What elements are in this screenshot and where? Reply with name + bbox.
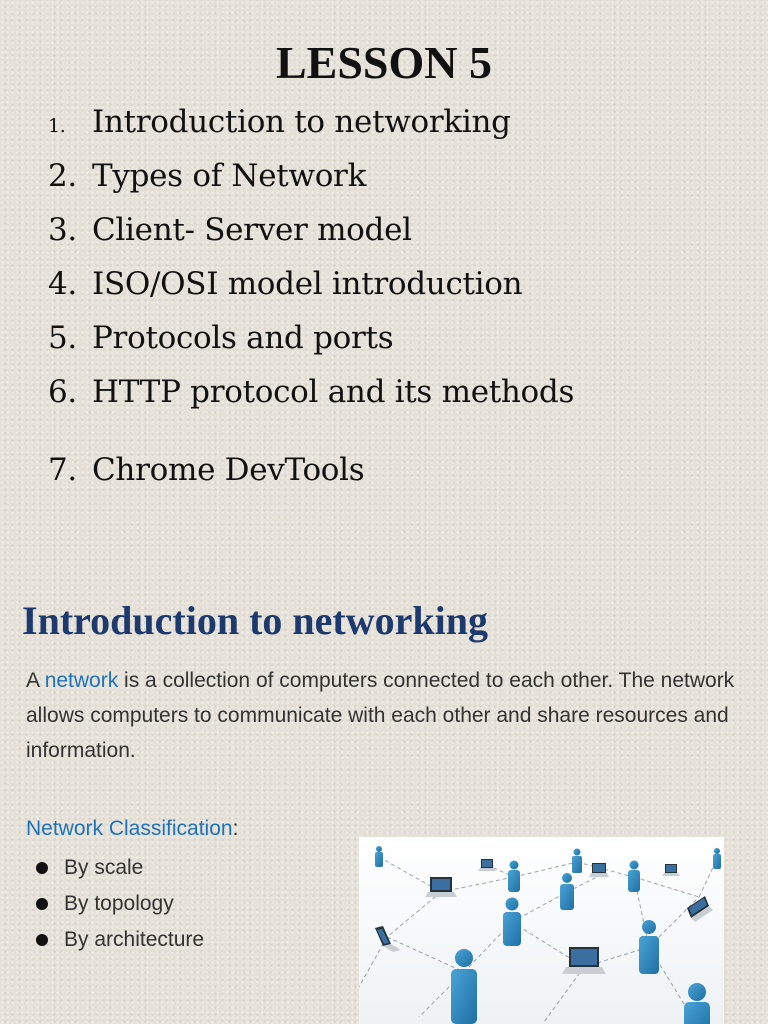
network-illustration [359,837,724,1024]
classification-item: By architecture [36,922,204,958]
para-prefix: A [26,669,45,692]
agenda-item-text: HTTP protocol and its methods [92,374,575,410]
agenda-item-number: 2. [48,158,77,194]
bullet-dot-icon [36,934,48,946]
section-title: Introduction to networking [22,598,488,643]
agenda-item-text: Types of Network [92,158,367,194]
para-rest: is a collection of computers connected t… [26,669,735,762]
agenda-item: 4. ISO/OSI model introduction [48,266,523,302]
agenda-item-number: 7. [48,452,77,488]
classification-colon: : [232,817,239,840]
agenda-item-text: ISO/OSI model introduction [92,266,523,302]
agenda-item-number: 3. [48,212,77,248]
slide-lesson-agenda: LESSON 5 1. Introduction to networking 2.… [48,37,574,488]
agenda-item-text: Chrome DevTools [92,452,365,488]
agenda-item-number: 1. [48,115,66,137]
classification-list: By scale By topology By architecture [36,850,204,958]
agenda-item: 3. Client- Server model [48,212,412,248]
classification-item-text: By scale [64,856,144,879]
network-term: network [44,669,119,692]
agenda-item: 7. Chrome DevTools [48,452,365,488]
network-classification-heading: Network Classification: [26,817,238,841]
bullet-dot-icon [36,898,48,910]
agenda-item-text: Introduction to networking [92,104,511,140]
classification-item-text: By architecture [64,928,205,951]
classification-item: By topology [36,886,204,922]
agenda-item-number: 5. [48,320,77,356]
agenda-item: 2. Types of Network [48,158,366,194]
classification-label: Network Classification [26,817,233,840]
agenda-item-text: Protocols and ports [92,320,394,356]
lesson-title: LESSON 5 [275,37,493,88]
agenda-item-number: 4. [48,266,77,302]
agenda-item: 6. HTTP protocol and its methods [48,374,574,410]
agenda-item: 5. Protocols and ports [48,320,394,356]
agenda-item-text: Client- Server model [92,212,412,248]
network-definition-paragraph: A network is a collection of computers c… [26,663,756,768]
slide-introduction-to-networking: Introduction to networking A network is … [0,575,768,1024]
bullet-dot-icon [36,862,48,874]
agenda-item-number: 6. [48,374,77,410]
network-people-laptops-illustration-icon [359,837,724,1024]
agenda-item: 1. Introduction to networking [48,104,511,140]
classification-item: By scale [36,850,204,886]
classification-item-text: By topology [64,892,174,915]
